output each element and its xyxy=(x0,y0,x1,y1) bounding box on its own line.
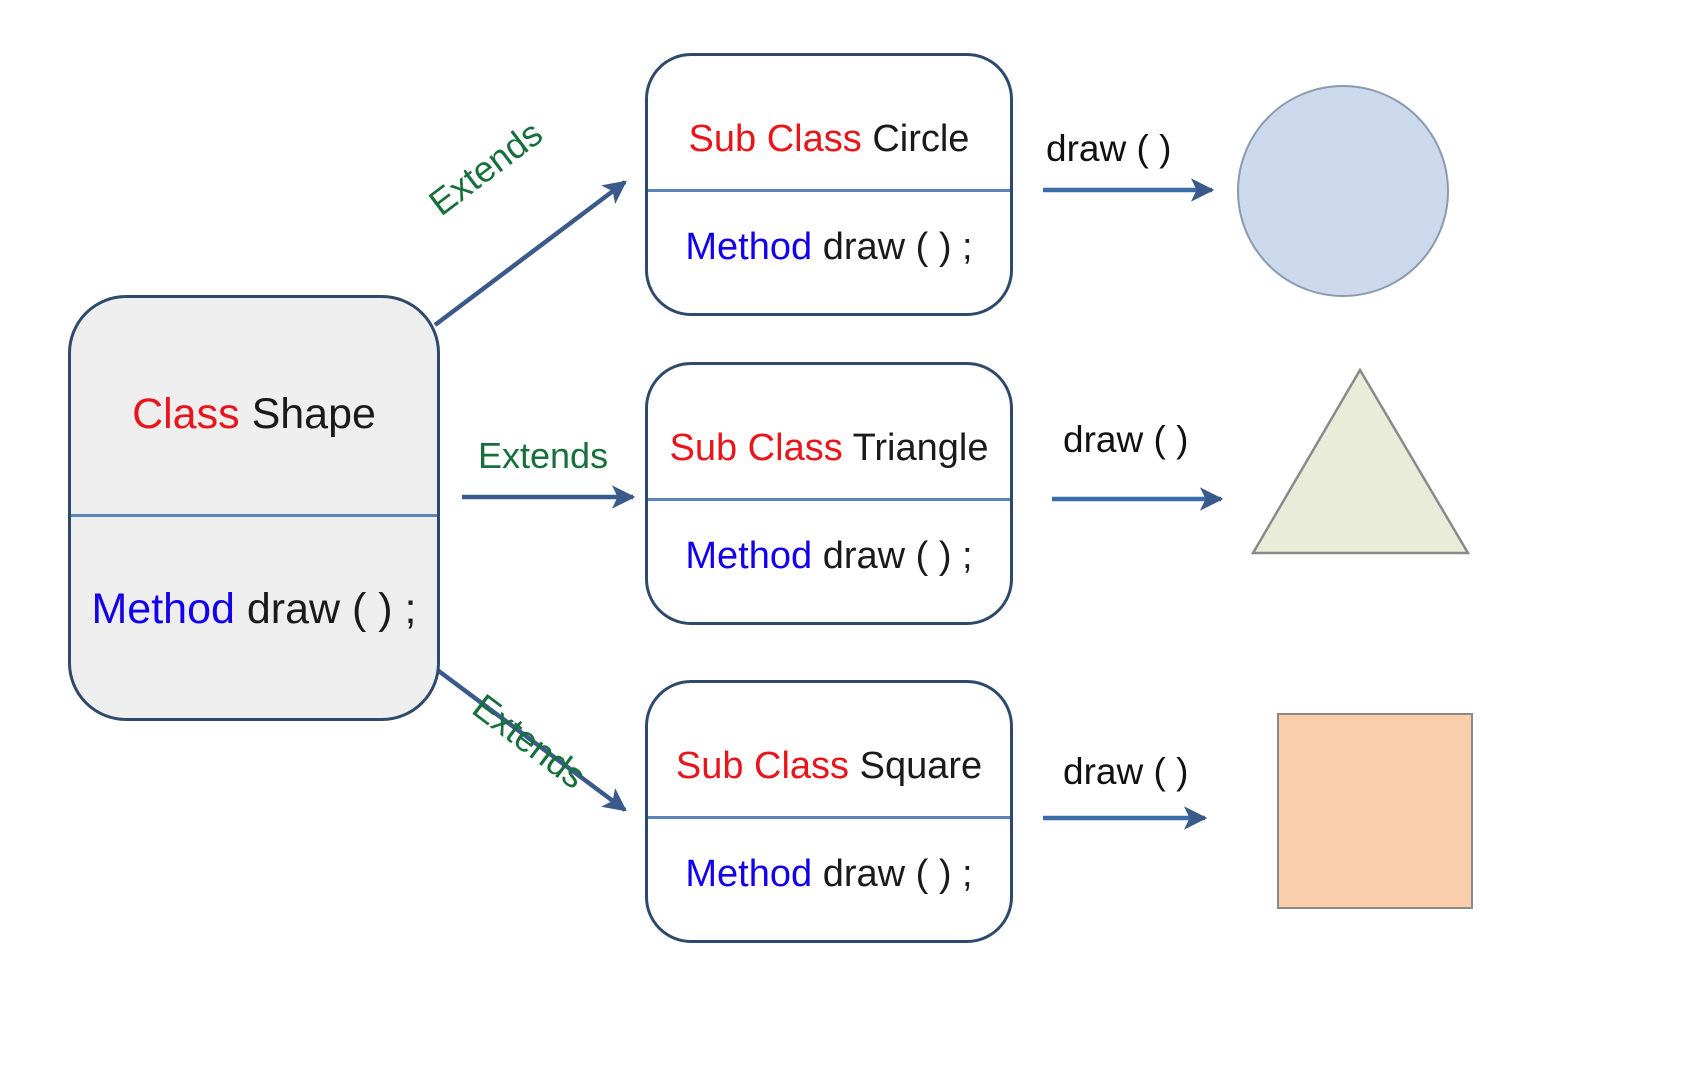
class-name: Shape xyxy=(251,389,376,438)
method-keyword: Method xyxy=(685,534,813,577)
class-box-triangle-body: Method draw ( ) ; xyxy=(648,501,1010,622)
subclass-name: Circle xyxy=(872,117,970,160)
class-box-shape-header: Class Shape xyxy=(71,298,437,517)
output-shape-square xyxy=(1277,713,1473,909)
class-box-triangle-method: Method draw ( ) ; xyxy=(685,537,972,575)
method-signature: draw ( ) ; xyxy=(822,534,973,577)
draw-call-label-square: draw ( ) xyxy=(1063,751,1189,792)
subclass-name: Square xyxy=(859,744,983,787)
class-box-circle-method: Method draw ( ) ; xyxy=(685,228,972,266)
class-box-circle-header: Sub Class Circle xyxy=(648,56,1010,192)
output-shape-triangle xyxy=(1250,367,1471,555)
class-box-shape[interactable]: Class Shape Method draw ( ) ; xyxy=(68,295,440,721)
class-box-circle[interactable]: Sub Class Circle Method draw ( ) ; xyxy=(645,53,1013,316)
class-box-circle-body: Method draw ( ) ; xyxy=(648,192,1010,313)
extends-arrow-circle xyxy=(433,180,627,327)
class-box-square[interactable]: Sub Class Square Method draw ( ) ; xyxy=(645,680,1013,943)
class-box-square-body: Method draw ( ) ; xyxy=(648,819,1010,940)
output-shape-circle xyxy=(1237,85,1449,297)
class-box-triangle[interactable]: Sub Class Triangle Method draw ( ) ; xyxy=(645,362,1013,625)
method-signature: draw ( ) ; xyxy=(822,225,973,268)
class-box-circle-title: Sub Class Circle xyxy=(689,120,970,158)
class-box-square-title: Sub Class Square xyxy=(676,747,982,785)
class-keyword: Class xyxy=(132,389,240,438)
class-box-shape-body: Method draw ( ) ; xyxy=(71,517,437,718)
class-box-square-header: Sub Class Square xyxy=(648,683,1010,819)
extends-label-triangle: Extends xyxy=(478,435,609,476)
subclass-keyword: Sub Class xyxy=(675,744,850,787)
subclass-keyword: Sub Class xyxy=(669,426,843,469)
class-box-triangle-title: Sub Class Triangle xyxy=(670,429,989,467)
class-box-triangle-header: Sub Class Triangle xyxy=(648,365,1010,501)
extends-arrow-square xyxy=(434,667,627,812)
subclass-keyword: Sub Class xyxy=(688,117,862,160)
method-signature: draw ( ) ; xyxy=(246,585,417,633)
subclass-name: Triangle xyxy=(852,426,989,469)
class-box-shape-method: Method draw ( ) ; xyxy=(91,588,416,631)
method-keyword: Method xyxy=(91,585,235,633)
method-signature: draw ( ) ; xyxy=(822,852,973,895)
class-box-square-method: Method draw ( ) ; xyxy=(685,855,972,893)
class-box-shape-title: Class Shape xyxy=(132,389,376,438)
draw-call-label-triangle: draw ( ) xyxy=(1063,419,1189,460)
draw-call-label-circle: draw ( ) xyxy=(1046,128,1172,169)
method-keyword: Method xyxy=(685,225,813,268)
method-keyword: Method xyxy=(685,852,813,895)
